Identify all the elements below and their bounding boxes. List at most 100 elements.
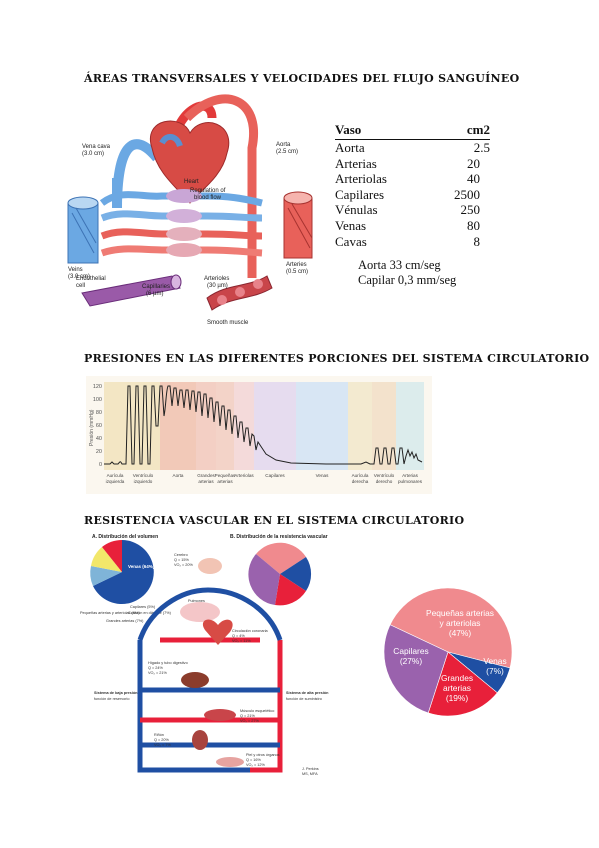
skin-icon (216, 757, 244, 767)
col-vessel: Vaso (335, 122, 427, 140)
pie-label-grandes-1: Grandes (441, 673, 473, 683)
pie-label-grandes-2: arterias (443, 683, 471, 693)
heading-pressures: PRESIONES EN LAS DIFERENTES PORCIONES DE… (84, 352, 590, 365)
label-regulation2: blood flow (194, 195, 222, 201)
pressure-ylabel: Presión (mmHg) (89, 409, 95, 446)
venous-loop (137, 640, 250, 773)
label-baja-presion: Sistema de baja presión (94, 691, 138, 695)
pie-label-venas-1: Venas (483, 656, 506, 666)
label-arterioles-size: (30 µm) (207, 283, 228, 289)
pressure-ytick: 20 (96, 449, 102, 455)
resistance-pie-small (248, 542, 312, 606)
label-alta-funcion: función de suministro (286, 697, 322, 701)
label-fuente2: MS, MFA (302, 772, 318, 776)
resistance-figure: A. Distribución del volumen B. Distribuc… (80, 534, 329, 776)
pie-slice-1 (383, 624, 449, 714)
pressure-region-label: derecha (352, 479, 369, 484)
vena-cava (112, 139, 161, 209)
label-coronaria: Circulación coronaria (232, 629, 269, 633)
pressure-region-label: Capilares (265, 473, 285, 478)
muscle-icon (204, 709, 236, 721)
label-capilares-volume: Capilares (5%) (130, 605, 156, 609)
pressure-region-label: Ventrículo (374, 473, 395, 478)
label-heart: Heart (184, 179, 199, 185)
label-vena-cava: Vena cava (82, 144, 111, 150)
label-piel-q: Q = 16% (246, 758, 262, 762)
pressure-region-label: derecho (376, 479, 393, 484)
label-capillaries: Capillaries (142, 284, 170, 290)
vein-cylinder (67, 196, 99, 264)
label-regulation: Regulation of (190, 188, 226, 194)
pressure-region-label: arterias (217, 479, 233, 484)
label-endothelial: Endothelial (76, 276, 106, 282)
pressure-region (234, 382, 254, 470)
col-unit: cm2 (426, 122, 490, 140)
resistance-pie-chart: Pequeñas arterias y arteriolas (47%) Cap… (383, 587, 513, 717)
label-higado-vo2: VO₂ = 21% (148, 671, 168, 675)
artery-cylinder (283, 191, 313, 259)
label-veins-size: (3.0 cm) (68, 274, 90, 280)
label-arteries: Arteries (286, 262, 307, 268)
pie-slice-2 (427, 651, 498, 717)
label-arterioles: Arterioles (204, 276, 229, 282)
pressure-region-label: Grandes (197, 473, 215, 478)
label-higado: Hígado y tubo digestivo (148, 661, 188, 665)
label-veins: Veins (68, 267, 83, 273)
lungs-icon (180, 602, 220, 622)
pressure-ytick: 0 (99, 462, 102, 468)
label-rinon-q: Q = 20% (154, 738, 170, 742)
pressure-ytick: 60 (96, 423, 102, 429)
pressure-region (216, 382, 234, 470)
volume-pie: Venas (64%) (90, 540, 155, 604)
label-piel: Piel y otros órganos (246, 753, 280, 757)
pressure-ytick: 40 (96, 436, 102, 442)
label-fuente: J. Perkins (302, 767, 319, 771)
pressure-region (372, 382, 396, 470)
pie-label-pequenas-2: y arteriolas (440, 618, 481, 628)
label-arteries-size: (0.5 cm) (286, 269, 308, 275)
velocity-aorta: Aorta 33 cm/seg (358, 258, 441, 272)
label-coronaria-q: Q = 4% (232, 634, 245, 638)
pie-label-pequenas-1: Pequeñas arterias (426, 608, 494, 618)
pie-label-grandes-3: (19%) (446, 693, 469, 703)
pie-label-capilares-1: Capilares (393, 646, 428, 656)
label-vena-cava-size: (3.0 cm) (82, 151, 104, 157)
label-higado-q: Q = 24% (148, 666, 164, 670)
label-pulmon: Pulmones (188, 599, 205, 603)
pressure-region-label: Venas (316, 473, 329, 478)
pressure-ytick: 80 (96, 410, 102, 416)
label-alta-presion: Sistema de alta presión (286, 691, 329, 695)
pressure-region-label: pulmonares (398, 479, 423, 484)
pressure-ytick: 120 (93, 384, 102, 390)
label-baja-funcion: función de reservorio (94, 697, 129, 701)
label-coronaria-vo2: VO₂ = 11% (232, 639, 251, 643)
label-aorta-size: (2.5 cm) (276, 149, 298, 155)
pressure-region (296, 382, 348, 470)
arterial-loop (250, 640, 283, 773)
label-capillaries-size: (6 µm) (146, 291, 163, 297)
label-aorta: Aorta (276, 142, 291, 148)
pressure-region (160, 382, 196, 470)
pressure-region-label: arterias (198, 479, 214, 484)
label-cerebro-q: Q = 15% (174, 558, 190, 562)
label-corazon-volume: Corazón en diástole (7%) (128, 611, 172, 615)
pie-label-venas-2: (7%) (486, 666, 504, 676)
liver-icon (181, 672, 209, 688)
label-rinon: Riñón (154, 733, 164, 737)
heart-icon (202, 619, 233, 645)
kidney-icon (192, 730, 208, 750)
pressure-region-label: Aurícula (352, 473, 369, 478)
capillary-tube (81, 274, 182, 307)
pressure-region-label: Ventrículo (133, 473, 154, 478)
pressure-region-label: Pequeñas (215, 473, 236, 478)
label-rinon-vo2: VO₂ = 7% (154, 743, 171, 747)
pressure-curve (104, 385, 423, 465)
label-venas-volume: Venas (64%) (128, 564, 155, 569)
